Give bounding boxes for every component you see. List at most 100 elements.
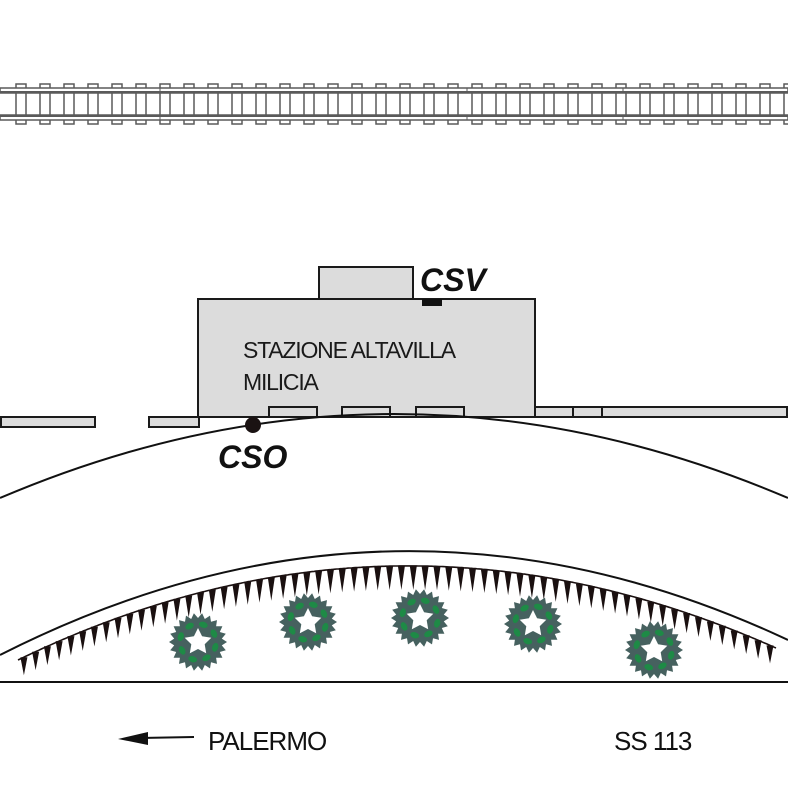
station-name-line1: STAZIONE ALTAVILLA	[243, 337, 457, 363]
rail-sleeper	[63, 83, 75, 125]
tree-leaf	[424, 630, 433, 638]
hachure-tick	[102, 622, 110, 643]
hachure-tick	[326, 569, 334, 594]
tree-leaf	[407, 598, 416, 606]
tree-icon	[391, 589, 449, 647]
rail-sleeper	[447, 83, 459, 125]
hachure-tick	[67, 636, 75, 656]
road-name-label: SS 113	[614, 726, 692, 756]
tree-leaf	[210, 629, 218, 638]
tree-leaf	[520, 604, 529, 612]
hachure-tick	[138, 609, 145, 631]
tree-leaf	[432, 605, 440, 614]
hachure-tick	[718, 625, 726, 646]
station-bench	[415, 406, 465, 418]
tree-leaf	[641, 630, 650, 638]
tree-center	[640, 636, 668, 662]
rail-sleeper	[111, 83, 123, 125]
tree-leaf	[185, 622, 194, 630]
hachure-tick	[362, 567, 370, 591]
rail-sleeper	[471, 83, 483, 125]
hachure-tick	[90, 626, 98, 647]
platform-segment	[601, 406, 788, 418]
hachure-tick	[208, 589, 216, 612]
station-main-block	[197, 298, 536, 418]
hachure-tick	[766, 645, 774, 664]
tree-center	[406, 604, 434, 630]
tree-center	[184, 628, 212, 654]
tree-row	[169, 589, 683, 679]
hachure-tick	[754, 640, 762, 659]
tree-leaf	[312, 634, 321, 642]
platform-segment	[0, 416, 96, 428]
rail-sleeper	[519, 83, 531, 125]
tree-icon	[504, 595, 562, 653]
hachure-tick	[623, 595, 631, 617]
hachure-tick	[256, 579, 263, 603]
hachure-tick	[611, 591, 619, 614]
rail-sleeper	[159, 83, 171, 125]
tree-leaf	[198, 621, 208, 628]
tree-center	[519, 610, 547, 636]
hachure-tick	[564, 581, 571, 604]
hachure-tick	[55, 641, 63, 661]
station-connector	[412, 294, 422, 300]
csv-marker	[422, 299, 442, 306]
tree-leaf	[295, 602, 304, 610]
hachure-tick	[433, 566, 441, 591]
hachure-tick	[32, 651, 40, 671]
hachure-tick	[540, 577, 548, 600]
tree-leaf	[644, 664, 654, 671]
hachure-tick	[374, 566, 382, 591]
hachure-tick	[742, 635, 750, 654]
cso-label: CSO	[218, 439, 287, 475]
tree-icon	[169, 613, 227, 671]
hachure-tick	[220, 586, 228, 610]
hachure-tick	[197, 592, 204, 615]
tree-leaf	[658, 662, 667, 670]
hachure-tick	[445, 566, 453, 591]
hachure-tick	[267, 577, 275, 601]
hachure-tick	[635, 598, 643, 620]
tree-leaf	[634, 654, 642, 663]
rail-sleeper	[15, 83, 27, 125]
hachure-tick	[528, 575, 536, 599]
railway-track	[0, 83, 788, 125]
platform-segment	[572, 406, 603, 418]
station-building: STAZIONE ALTAVILLA MILICIA	[197, 266, 536, 418]
hachure-tick	[79, 631, 87, 651]
hachure-tick	[469, 568, 476, 593]
tree-leaf	[177, 632, 184, 642]
rail-sleeper	[183, 83, 195, 125]
embankment-hachures	[17, 565, 777, 676]
hachure-tick	[279, 575, 287, 599]
rail-sleeper	[375, 83, 387, 125]
hachure-tick	[647, 601, 655, 623]
hachure-tick	[706, 621, 714, 641]
tree-leaf	[545, 611, 553, 620]
hachure-tick	[587, 586, 595, 609]
hachure-baseline	[17, 565, 777, 661]
tree-leaf	[288, 626, 296, 635]
hachure-tick	[552, 579, 560, 602]
tree-leaf	[287, 612, 294, 622]
tree-leaf	[633, 640, 640, 650]
hachure-tick	[730, 630, 738, 650]
cso-marker	[245, 417, 261, 433]
rail-sleeper	[39, 83, 51, 125]
hachure-tick	[185, 595, 193, 618]
tree-leaf	[188, 656, 198, 663]
station-name-line2: MILICIA	[243, 369, 320, 395]
tree-leaf	[533, 603, 543, 610]
rail-sleeper	[495, 83, 507, 125]
hachure-tick	[683, 613, 691, 634]
tree-leaf	[420, 597, 430, 604]
rail-sleeper	[735, 83, 747, 125]
tree-leaf	[547, 624, 554, 634]
hachure-tick	[149, 606, 157, 628]
hachure-tick	[671, 609, 679, 630]
hachure-tick	[173, 598, 181, 621]
rail-sleeper	[279, 83, 291, 125]
tree-leaf	[322, 622, 329, 632]
